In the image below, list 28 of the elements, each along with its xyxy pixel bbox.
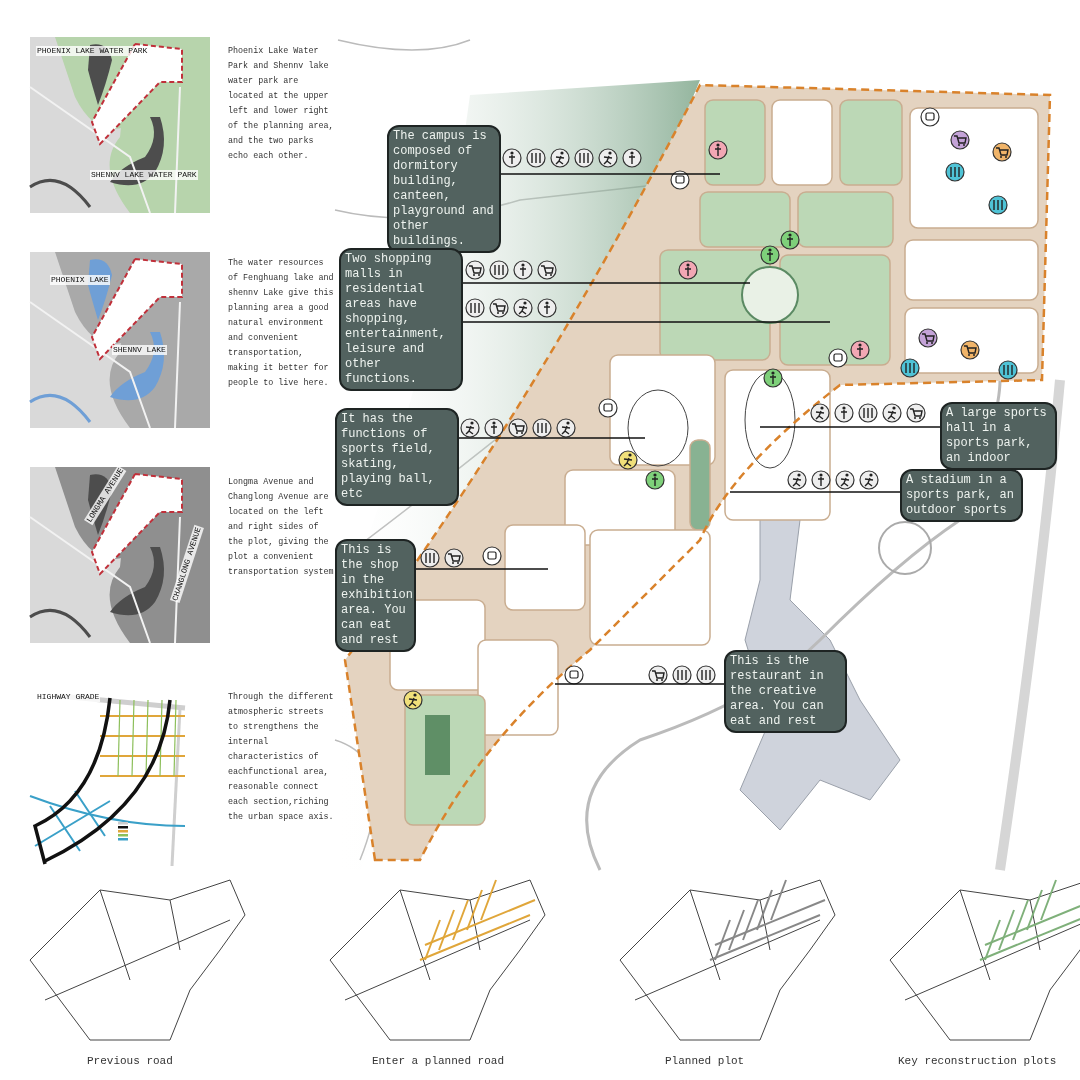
map-label: SHENNV LAKE — [112, 345, 167, 355]
callout-box: It has the functions of sports field, skating, playing ball, etc — [335, 408, 459, 506]
leader-line — [415, 568, 549, 570]
leader-line — [759, 426, 941, 428]
map-label: SHENNV LAKE WATER PARK — [90, 170, 198, 180]
callout-box: The campus is composed of dormitory building, canteen, playground and other buildings. — [387, 125, 501, 253]
description-text: The water resources of Fenghuang lake and shennv Lake give this planning area a good natural environment and convenient transportation, making it better for people to live here. — [228, 257, 335, 390]
map-label: HIGHWAY GRADE — [36, 692, 101, 702]
leader-line — [462, 321, 831, 323]
caption: Previous road — [87, 1055, 173, 1067]
caption: Key reconstruction plots — [898, 1055, 1057, 1067]
callout-box: This is the shop in the exhibition area. You can eat and rest — [335, 539, 416, 652]
map-label: PHOENIX LAKE WATER PARK — [36, 46, 149, 56]
description-text: Longma Avenue and Changlong Avenue are located on the left and right sides of the plot, giving the plot a convenient transportation system — [228, 476, 335, 579]
leader-line — [500, 173, 721, 175]
callout-box: This is the restaurant in the creative area. You can eat and rest — [724, 650, 847, 733]
callout-box: A large sports hall in a sports park, an indoor — [940, 402, 1057, 470]
description-text: Through the different atmospheric streets to strengthens the internal characteristics of eachfunctional area, reasonable connect each section,riching the urban space axis. — [228, 691, 335, 824]
caption: Enter a planned road — [372, 1055, 505, 1067]
leader-line — [458, 437, 646, 439]
callout-box: A stadium in a sports park, an outdoor sports — [900, 469, 1023, 522]
leader-line — [729, 491, 901, 493]
leader-line — [554, 683, 725, 685]
description-text: Phoenix Lake Water Park and Shennv lake water park are located at the upper left and lower right of the planning area, and the two parks echo each other. — [228, 45, 335, 163]
leader-line — [462, 282, 751, 284]
caption: Planned plot — [665, 1055, 745, 1067]
map-label: PHOENIX LAKE — [50, 275, 110, 285]
callout-box: Two shopping malls in residential areas have shopping, entertainment, leisure and other functions. — [339, 248, 463, 391]
